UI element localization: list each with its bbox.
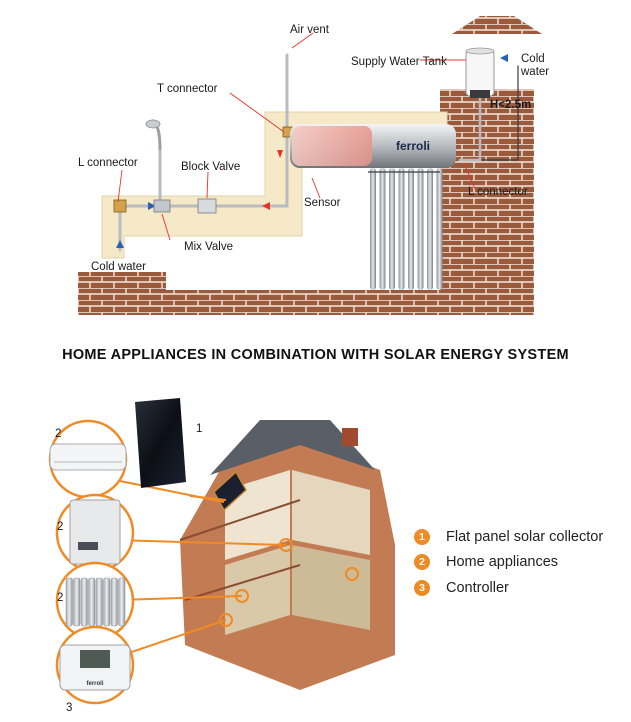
hot-water-section — [292, 126, 372, 166]
leader-lines — [117, 32, 476, 241]
cold-flow-arrow — [116, 240, 124, 248]
radiator-fin — [73, 577, 81, 627]
vacuum-tube — [379, 168, 386, 290]
label-cold-water-left: Cold water — [91, 261, 146, 273]
vacuum-tube — [398, 168, 405, 290]
air-conditioner — [49, 443, 127, 471]
radiator-fin — [95, 577, 103, 627]
radiator-fin — [65, 577, 73, 627]
callout-numbers: 2 1 2 2 3 — [55, 423, 202, 714]
legend-label: Flat panel solar collector — [446, 528, 604, 545]
vacuum-tube — [436, 168, 443, 290]
appliance-callouts: ferroli — [48, 398, 186, 705]
mix-valve-body — [153, 199, 171, 213]
controller-screen — [80, 650, 110, 668]
cold-flow-arrow — [500, 54, 508, 62]
base-brick-wall — [78, 290, 534, 315]
radiator-fin — [80, 577, 88, 627]
label-height-limit: H<2.5m — [490, 99, 531, 111]
block-valve-body — [197, 198, 217, 214]
legend-item: 3 Controller — [414, 575, 603, 601]
shower-head — [145, 118, 162, 151]
legend-label: Controller — [446, 579, 509, 596]
solar-heater: ferroli — [290, 124, 456, 290]
legend-label: Home appliances — [446, 554, 559, 571]
vacuum-tube — [370, 168, 376, 290]
label-air-vent: Air vent — [290, 24, 330, 36]
label-t-connector: T connector — [157, 83, 218, 95]
vacuum-tube — [408, 168, 414, 290]
hot-flow-arrow — [277, 150, 283, 158]
interior-room-lower-right — [292, 545, 370, 630]
legend-number-badge: 3 — [414, 579, 430, 596]
callout-number: 2 — [57, 592, 63, 604]
valves — [113, 126, 293, 214]
radiator-fin — [110, 577, 118, 627]
legend-item: 1 Flat panel solar collector — [414, 524, 603, 550]
label-block-valve: Block Valve — [181, 161, 240, 173]
controller-brand: ferroli — [86, 681, 103, 687]
radiator-fin — [88, 577, 96, 627]
callout-number: 2 — [57, 521, 63, 533]
legend: 1 Flat panel solar collector 2 Home appl… — [414, 524, 603, 601]
label-l-connector-right: L connector — [468, 186, 528, 198]
flat-panel-collector — [135, 398, 186, 488]
cold-flow-arrow — [148, 202, 156, 210]
left-brick-step — [78, 272, 166, 292]
flow-arrows — [116, 54, 508, 248]
pipes — [118, 53, 519, 252]
callout-number: 2 — [55, 428, 61, 440]
tank-roof — [452, 16, 542, 34]
legend-number-badge: 1 — [414, 528, 430, 545]
vacuum-tube — [389, 168, 395, 290]
chimney — [342, 428, 358, 446]
right-brick-wall — [440, 89, 534, 315]
label-supply-water-tank: Supply Water Tank — [351, 56, 447, 68]
interior-room-upper-right — [292, 470, 370, 555]
supply-water-tank — [465, 47, 495, 98]
interior-room-lower — [225, 545, 290, 635]
house-cutaway — [179, 420, 395, 690]
radiator — [65, 577, 126, 627]
callout-number: 1 — [196, 423, 202, 435]
vacuum-tube — [427, 168, 433, 290]
vacuum-tubes — [370, 168, 443, 290]
radiator-fin — [118, 577, 126, 627]
label-l-connector-left: L connector — [78, 157, 138, 169]
callout-number: 3 — [66, 702, 72, 714]
hot-flow-arrow — [262, 202, 270, 210]
wall-boiler — [69, 499, 121, 565]
house-roof — [210, 420, 375, 475]
vacuum-tube — [417, 168, 424, 290]
system-labels: Air vent T connector Supply Water Tank C… — [78, 24, 549, 273]
legend-item: 2 Home appliances — [414, 550, 603, 576]
tank-brand-logo: ferroli — [396, 139, 430, 153]
radiator-fin — [103, 577, 111, 627]
label-mix-valve: Mix Valve — [184, 241, 233, 253]
l-connector-fitting — [113, 199, 127, 213]
appliance-callout-lines — [107, 479, 287, 661]
legend-number-badge: 2 — [414, 554, 430, 571]
section-heading: HOME APPLIANCES IN COMBINATION WITH SOLA… — [62, 347, 569, 363]
label-sensor: Sensor — [304, 197, 341, 209]
